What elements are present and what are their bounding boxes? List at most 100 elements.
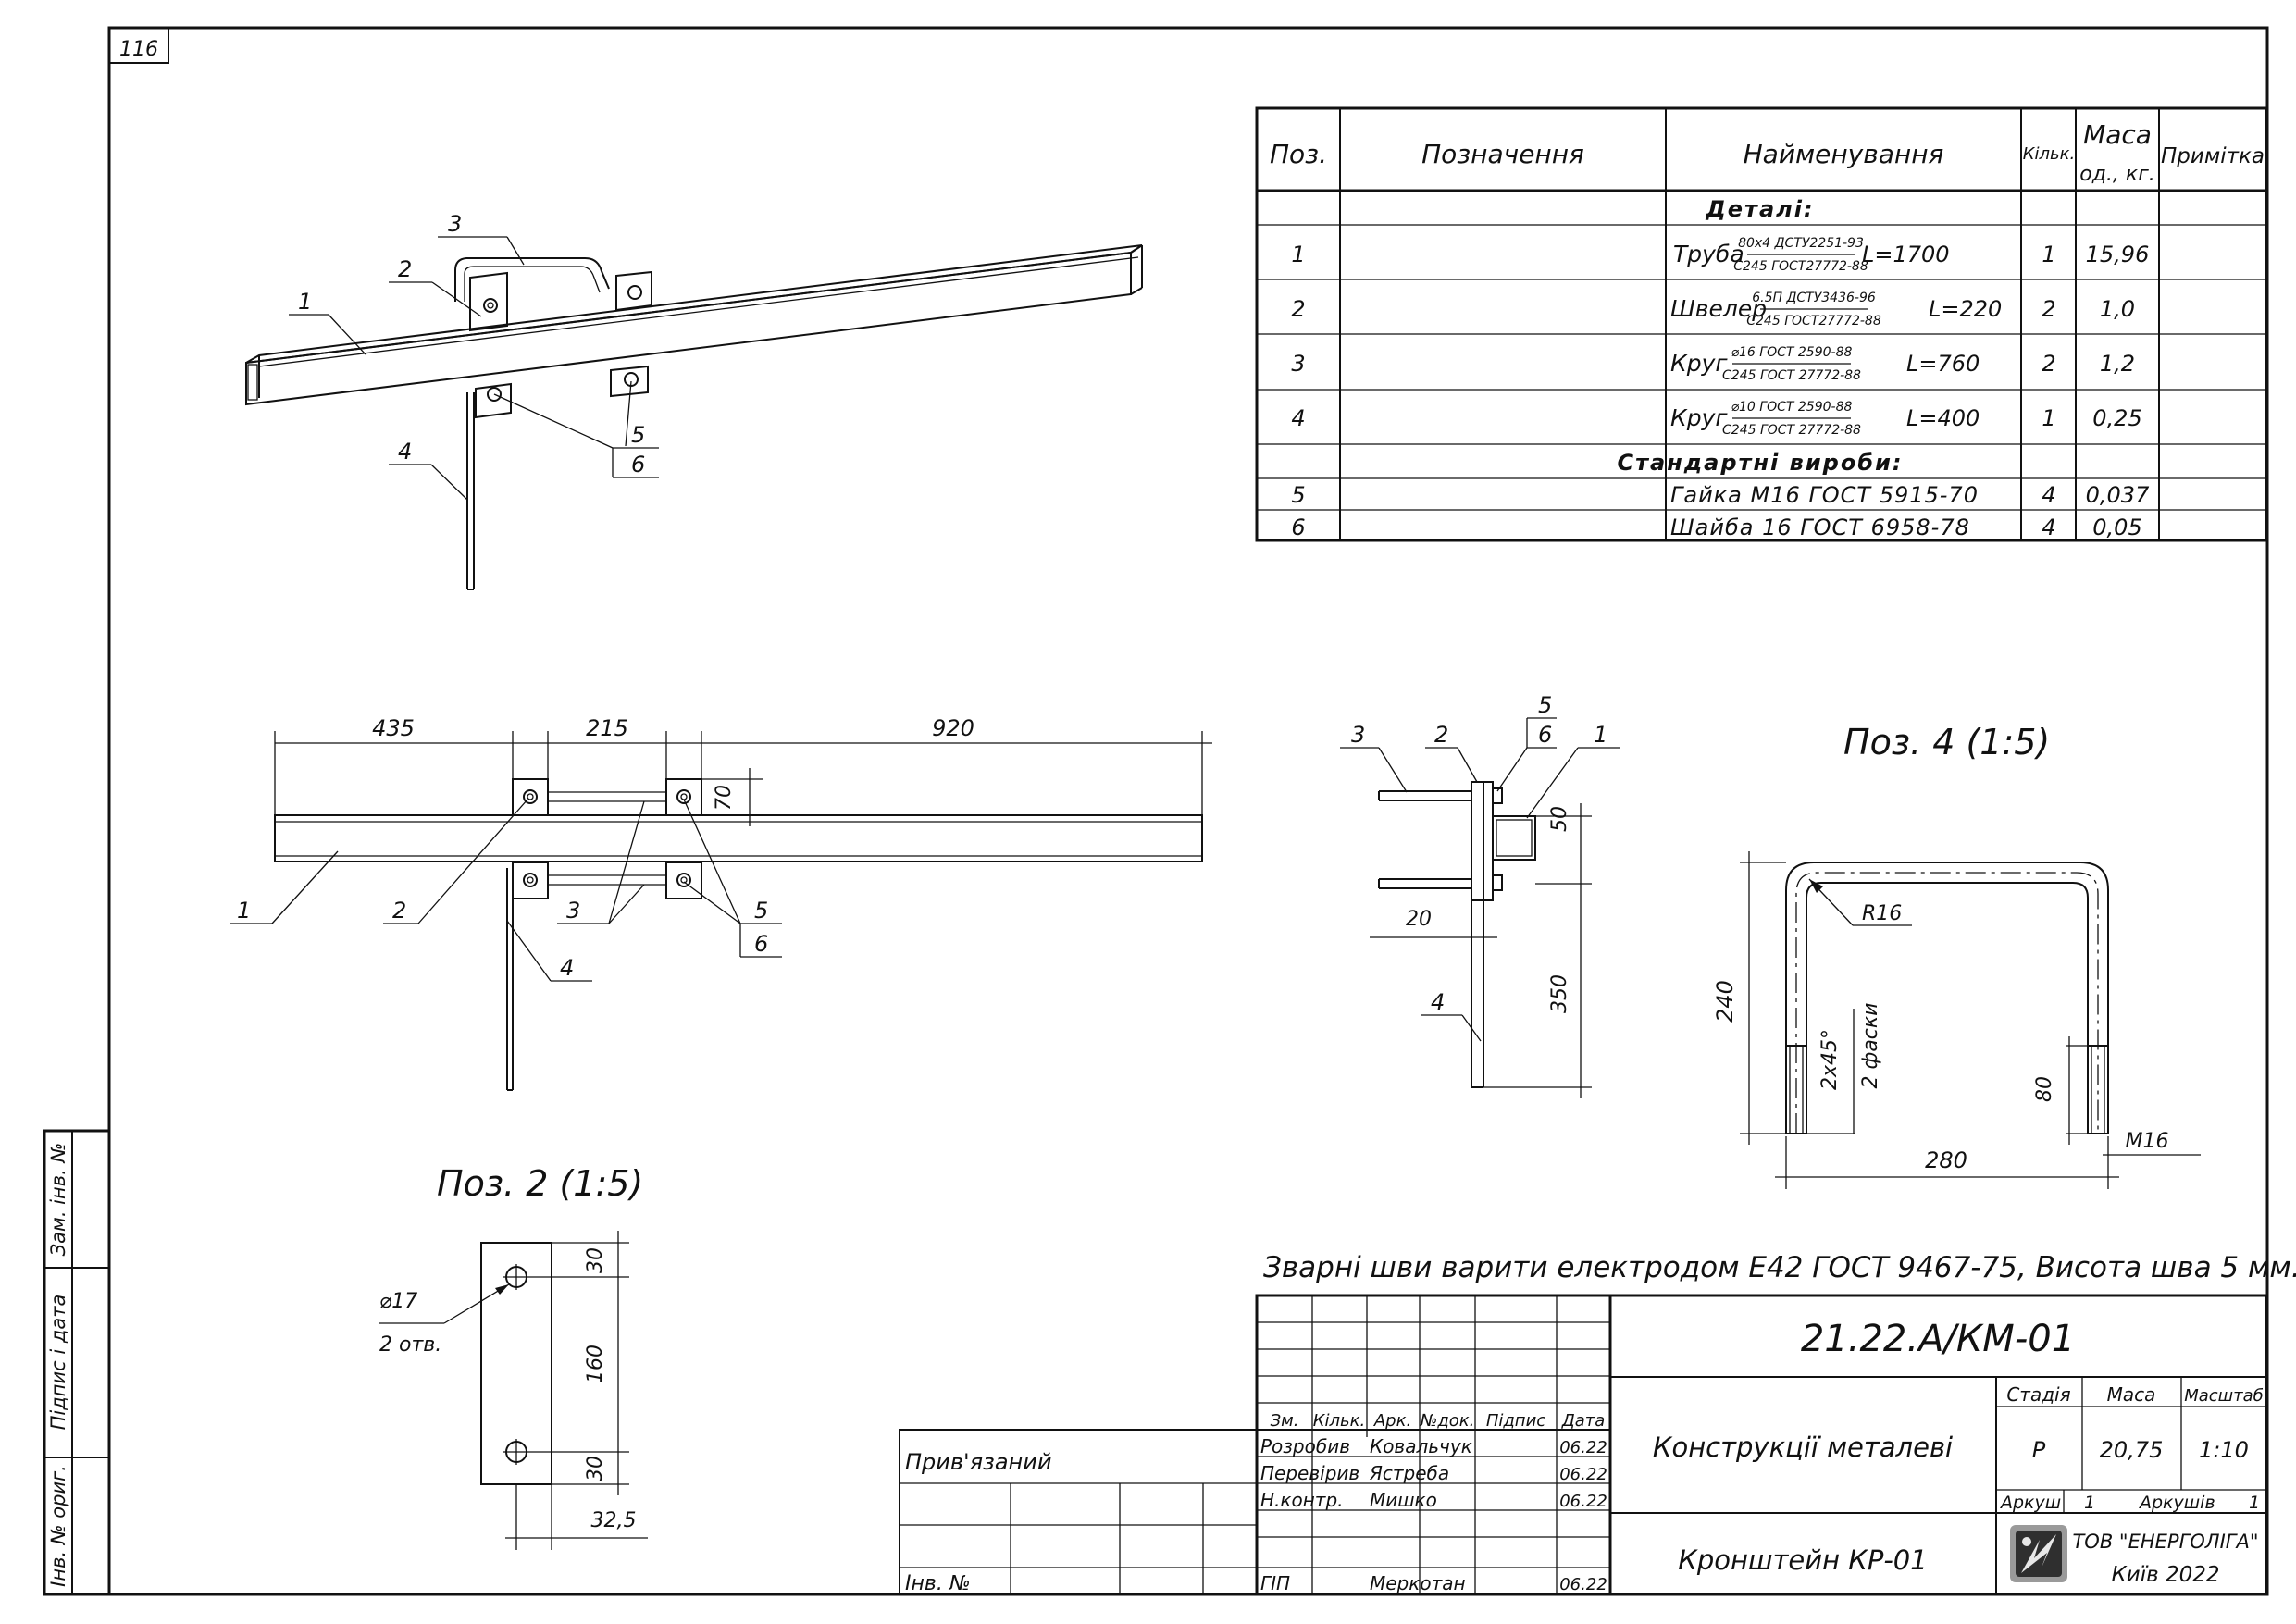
row2-qty: 2 <box>2042 296 2055 322</box>
scale-label: Масштаб <box>2184 1386 2264 1406</box>
iso-label-3: 3 <box>448 211 462 237</box>
row3-mass: 1,2 <box>2100 351 2135 377</box>
row5-mass: 0,037 <box>2086 482 2150 508</box>
row3-name-b: L=760 <box>1906 351 1980 377</box>
side-dim-20: 20 <box>1406 908 1432 931</box>
row5-pos: 5 <box>1291 482 1305 508</box>
drawing-code: 21.22.А/КМ-01 <box>1801 1318 2075 1360</box>
bound-label: Прив'язаний <box>905 1449 1051 1475</box>
pos4-radius: R16 <box>1862 902 1902 925</box>
row1-name-a: Труба <box>1673 241 1744 267</box>
pos4-dim-280: 280 <box>1925 1147 1967 1173</box>
row2-name-a: Швелер <box>1670 295 1767 322</box>
pos2-holes: 2 отв. <box>379 1333 441 1357</box>
pos4-chamfer-2: 2 фаски <box>1859 1003 1882 1089</box>
row3-frac-top: ⌀16 ГОСТ 2590-88 <box>1731 345 1853 360</box>
isometric-view: 3 2 1 4 5 6 <box>245 211 1143 590</box>
side-label-1: 1 <box>1594 722 1607 748</box>
th-pos: Поз. <box>1270 139 1327 169</box>
pos2-dim-30b: 30 <box>584 1456 607 1481</box>
row1-name-b: L=1700 <box>1862 242 1950 267</box>
plan-label-6: 6 <box>754 931 768 957</box>
iso-label-6: 6 <box>631 452 645 477</box>
signer-1-date: 06.22 <box>1559 1438 1607 1457</box>
signer-3-role: Н.контр. <box>1260 1489 1344 1511</box>
th-mass-2: од., кг. <box>2079 163 2155 186</box>
company-logo <box>2010 1525 2067 1582</box>
mass-value: 20,75 <box>2100 1437 2164 1463</box>
weld-note: Зварні шви варити електродом Е42 ГОСТ 94… <box>1263 1251 2296 1284</box>
row2-frac-bottom: С245 ГОСТ27772-88 <box>1746 314 1881 329</box>
col-date: Дата <box>1561 1411 1606 1431</box>
row2-frac-top: 6.5П ДСТУ3436-96 <box>1752 291 1876 305</box>
section-standard: Стандартні вироби: <box>1618 450 1904 476</box>
sheet-number: 116 <box>119 38 158 61</box>
project-name: Конструкції металеві <box>1653 1432 1953 1463</box>
side-label-5: 5 <box>1538 692 1552 718</box>
stamp-zam: Зам. інв. № <box>47 1143 69 1257</box>
signer-4-role: ГІП <box>1260 1572 1290 1594</box>
side-label-6: 6 <box>1538 722 1552 748</box>
pos2-dim-325: 32,5 <box>591 1509 637 1532</box>
signer-4-date: 06.22 <box>1559 1575 1607 1594</box>
plan-label-4: 4 <box>560 955 574 981</box>
stage-value: Р <box>2032 1437 2046 1463</box>
sheet-value: 1 <box>2084 1493 2095 1513</box>
row4-frac-bottom: С245 ГОСТ 27772-88 <box>1722 423 1861 438</box>
side-stamp: Зам. інв. № Підпис і дата Інв. № ориг. <box>43 1129 111 1596</box>
th-designation: Позначення <box>1421 139 1584 169</box>
signer-2-role: Перевірив <box>1260 1462 1359 1484</box>
row2-mass: 1,0 <box>2100 296 2135 322</box>
row6-name: Шайба 16 ГОСТ 6958-78 <box>1670 514 1970 540</box>
pos2-title: Поз. 2 (1:5) <box>437 1163 643 1204</box>
row1-frac-top: 80х4 ДСТУ2251-93 <box>1738 236 1864 251</box>
signer-3-date: 06.22 <box>1559 1492 1607 1511</box>
row4-name-a: Круг <box>1670 404 1728 431</box>
side-label-2: 2 <box>1434 722 1448 748</box>
row6-pos: 6 <box>1291 514 1305 540</box>
th-qty: Кільк. <box>2023 144 2076 164</box>
pos2-hole-dia: ⌀17 <box>379 1290 417 1313</box>
iso-label-5: 5 <box>631 422 645 448</box>
company-city: Київ 2022 <box>2111 1563 2219 1587</box>
mass-label: Маса <box>2107 1383 2156 1406</box>
iso-label-2: 2 <box>398 256 412 282</box>
row1-mass: 15,96 <box>2086 242 2150 267</box>
col-doc: №док. <box>1420 1411 1475 1431</box>
col-sign: Підпис <box>1486 1411 1545 1431</box>
pos2-dim-160: 160 <box>584 1345 607 1383</box>
side-dim-350: 350 <box>1548 974 1571 1013</box>
row1-qty: 1 <box>2042 242 2055 267</box>
th-name: Найменування <box>1744 139 1944 169</box>
drawing-name: Кронштейн КР-01 <box>1678 1544 1927 1576</box>
signer-2-date: 06.22 <box>1559 1465 1607 1484</box>
side-view: 3 2 5 6 1 4 50 350 20 <box>1340 692 1620 1098</box>
row6-mass: 0,05 <box>2092 514 2141 540</box>
row3-pos: 3 <box>1291 351 1305 377</box>
stamp-sign: Підпис і дата <box>47 1295 69 1431</box>
pos4-dim-80: 80 <box>2033 1076 2056 1102</box>
plan-label-5: 5 <box>754 898 768 924</box>
scale-value: 1:10 <box>2199 1437 2249 1463</box>
pos4-thread: М16 <box>2126 1130 2169 1153</box>
row5-name: Гайка М16 ГОСТ 5915-70 <box>1670 482 1979 508</box>
row1-pos: 1 <box>1291 242 1305 267</box>
th-note: Примітка <box>2161 144 2265 168</box>
stage-label: Стадія <box>2006 1383 2070 1406</box>
spec-table: Поз. Позначення Найменування Кільк. Маса… <box>1255 106 2268 542</box>
signer-4-name: Меркотан <box>1370 1572 1466 1594</box>
sheet-label: Аркуш <box>1999 1493 2061 1513</box>
iso-label-4: 4 <box>398 439 412 465</box>
col-ark: Арк. <box>1373 1411 1411 1431</box>
sheets-label: Аркушів <box>2138 1493 2215 1513</box>
pos4-chamfer-1: 2х45° <box>1818 1029 1842 1090</box>
row4-qty: 1 <box>2042 405 2055 431</box>
section-parts: Деталі: <box>1705 196 1814 222</box>
side-label-3: 3 <box>1351 722 1365 748</box>
plan-view: 435 215 920 70 1 2 3 4 5 6 <box>230 715 1212 1091</box>
pos2-detail: Поз. 2 (1:5) ⌀17 2 отв. 30 160 30 32,5 <box>379 1163 648 1550</box>
company-name: ТОВ "ЕНЕРГОЛІГА" <box>2072 1531 2258 1553</box>
plan-dim-435: 435 <box>372 715 415 741</box>
plan-label-1: 1 <box>237 898 251 924</box>
